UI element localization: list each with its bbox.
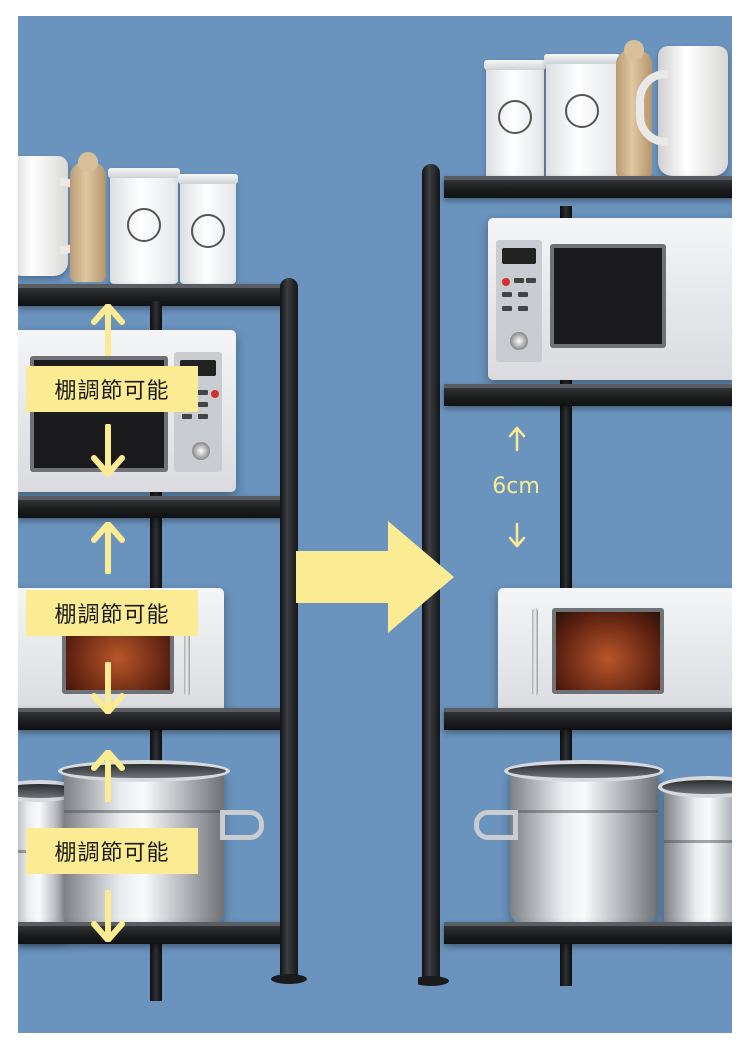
shelf [444, 384, 732, 406]
right-shelf-rack [418, 16, 732, 1033]
shelf-adjust-label: 棚調節可能 [26, 828, 198, 874]
microwave [498, 588, 732, 718]
left-shelf-rack [18, 16, 318, 1033]
post-foot [418, 976, 449, 986]
arrow-down-icon [507, 522, 527, 548]
arrow-down-icon [88, 424, 128, 476]
post-foot [271, 974, 307, 984]
canister [178, 174, 238, 284]
arrow-up-icon [88, 304, 128, 356]
canister [108, 168, 180, 284]
arrow-down-icon [88, 890, 128, 942]
shelf [18, 284, 288, 306]
product-photo: 棚調節可能 棚調節可能 棚調節可能 6cm [18, 16, 732, 1033]
transition-arrow-icon [296, 521, 456, 633]
shelf-adjust-label: 棚調節可能 [26, 590, 198, 636]
shelf-adjust-label: 棚調節可能 [26, 366, 198, 412]
pitcher [18, 156, 92, 276]
shelf [18, 708, 288, 730]
shelf [444, 708, 732, 730]
spacing-measurement: 6cm [492, 474, 540, 499]
arrow-down-icon [88, 662, 128, 714]
pitcher [636, 46, 728, 176]
canister [484, 60, 546, 180]
microwave [488, 218, 732, 380]
shelf [18, 496, 288, 518]
shelf [18, 922, 288, 944]
arrow-up-icon [88, 522, 128, 574]
grinder [70, 152, 106, 282]
shelf [444, 176, 732, 198]
shelf [444, 922, 732, 944]
stock-pot [474, 760, 664, 926]
arrow-up-icon [88, 750, 128, 802]
grinder [616, 40, 652, 178]
arrow-up-icon [507, 426, 527, 452]
stock-pot [658, 776, 732, 934]
canister [544, 54, 620, 180]
front-post [280, 278, 298, 980]
